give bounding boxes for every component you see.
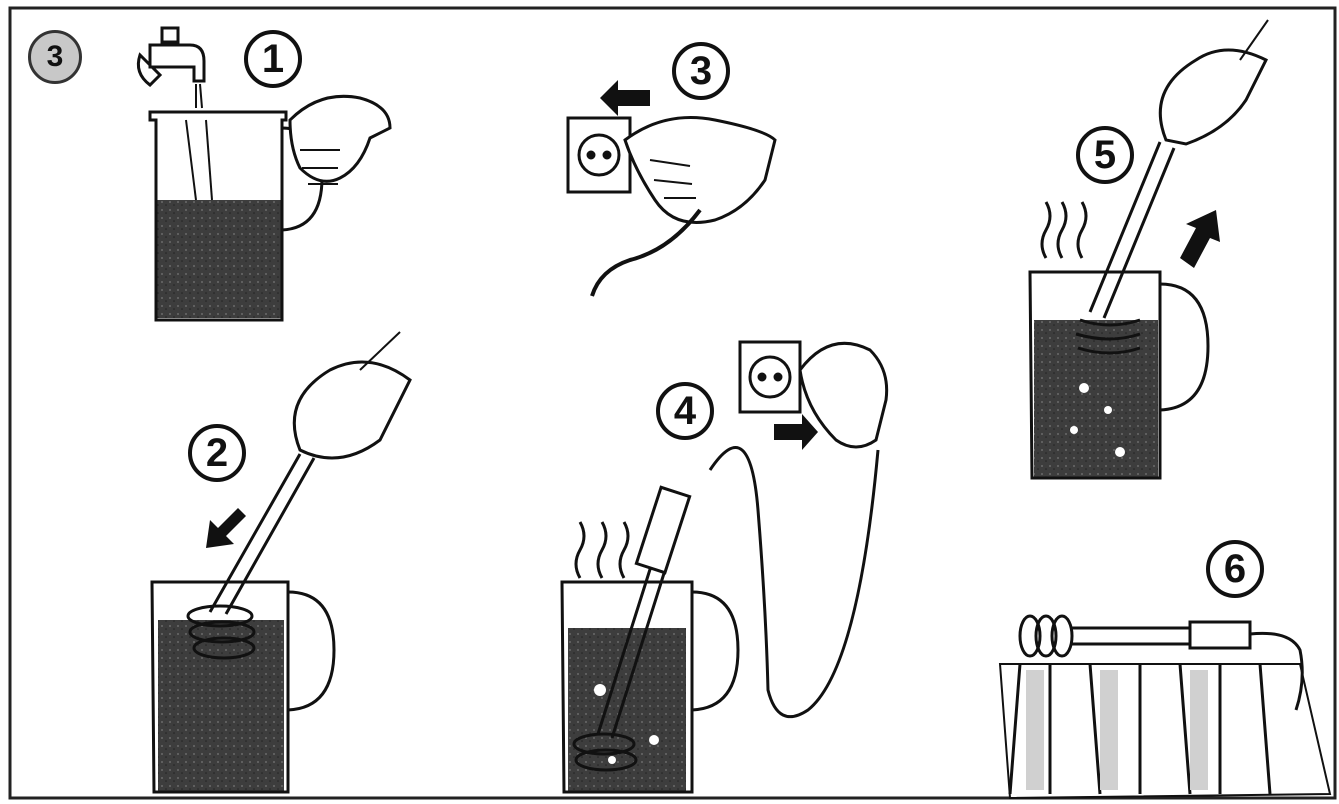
step-number-3: 3 <box>672 42 730 100</box>
arrow-right-icon <box>774 414 818 450</box>
arrow-left-icon <box>600 80 650 116</box>
step-1-illustration <box>136 26 392 322</box>
hand-icon <box>292 331 412 460</box>
tap-icon <box>136 26 206 109</box>
step-5-illustration <box>1028 19 1269 480</box>
step-number-6: 6 <box>1206 540 1264 598</box>
step-3-illustration <box>566 80 777 297</box>
hand-icon <box>623 116 777 224</box>
heater-coil-icon <box>1075 141 1176 355</box>
hand-icon <box>288 94 392 185</box>
mug-4 <box>560 580 740 794</box>
arrow-down-left-icon <box>206 508 246 548</box>
mug-1 <box>148 110 324 322</box>
step-6-illustration <box>998 614 1332 800</box>
socket-icon <box>566 116 632 194</box>
arrow-up-icon <box>1180 210 1220 268</box>
mug-2 <box>150 580 336 794</box>
step-number-2: 2 <box>188 424 246 482</box>
hand-icon <box>1158 19 1269 146</box>
step-4-illustration <box>560 340 889 794</box>
cable <box>590 208 702 297</box>
heater-coil-icon <box>1018 614 1304 711</box>
heater-coil-icon <box>186 453 316 660</box>
socket-icon <box>738 340 802 414</box>
panel-border <box>8 6 1337 800</box>
hand-icon <box>798 341 889 449</box>
mug-5 <box>1028 270 1210 480</box>
steam-icon <box>574 521 630 579</box>
step-number-5: 5 <box>1076 126 1134 184</box>
step-2-illustration <box>150 331 412 794</box>
cable <box>708 446 880 719</box>
heater-coil-icon <box>572 485 692 772</box>
dish-rack-icon <box>998 663 1332 800</box>
badge-step-3: 3 <box>28 30 82 84</box>
step-number-1: 1 <box>244 30 302 88</box>
steam-icon <box>1040 201 1088 259</box>
step-number-4: 4 <box>656 382 714 440</box>
